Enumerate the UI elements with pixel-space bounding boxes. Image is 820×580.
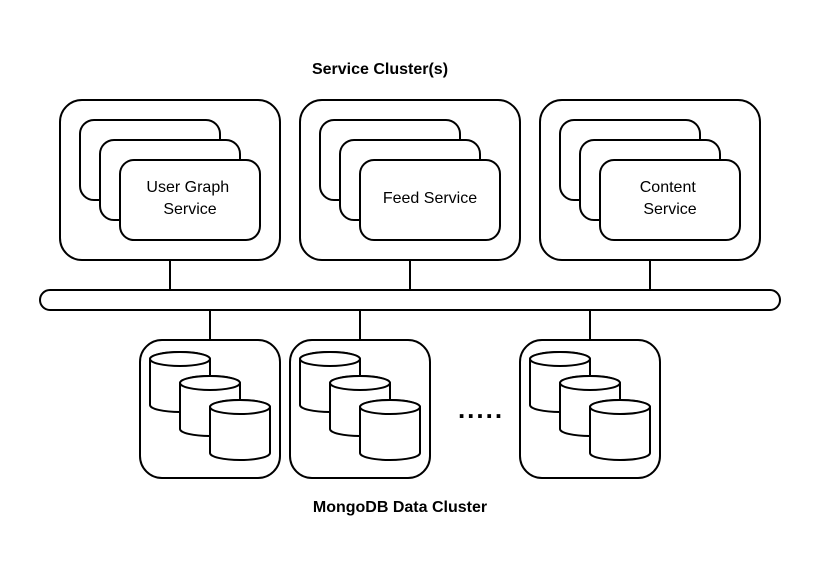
service-instance-front [599, 159, 741, 241]
service-cluster-feed: Feed Service [299, 99, 521, 261]
data-cluster-title: MongoDB Data Cluster [313, 499, 487, 516]
database-stack [149, 351, 271, 461]
database-cylinder-top [209, 399, 271, 415]
database-cylinder-top [559, 375, 621, 391]
service-cluster-title: Service Cluster(s) [312, 61, 448, 78]
database-cylinder-top [529, 351, 591, 367]
database-cylinder-top [179, 375, 241, 391]
database-stack [529, 351, 651, 461]
service-label-line-1: User Graph [146, 179, 229, 196]
service-cluster-content: Content Service [539, 99, 761, 261]
database-cylinder-top [299, 351, 361, 367]
database-cylinder-icon [589, 399, 651, 461]
service-label-line-2: Service [643, 201, 696, 218]
database-cylinder-icon [209, 399, 271, 461]
service-label-line-2: Service [163, 201, 216, 218]
database-cylinder-top [149, 351, 211, 367]
service-cluster-user-graph: User Graph Service [59, 99, 281, 261]
data-cluster-3 [519, 339, 661, 479]
database-stack [299, 351, 421, 461]
more-clusters-ellipsis: ..... [458, 394, 504, 424]
database-cylinder-top [359, 399, 421, 415]
network-bus [39, 289, 781, 311]
database-cylinder-icon [359, 399, 421, 461]
data-cluster-2 [289, 339, 431, 479]
service-instance-front [359, 159, 501, 241]
service-label-line-1: Content [640, 179, 697, 196]
database-cylinder-top [329, 375, 391, 391]
service-label: User Graph Service [146, 179, 233, 218]
service-instance-front [119, 159, 261, 241]
service-label: Content Service [640, 179, 701, 218]
service-label-line-1: Feed Service [383, 190, 477, 207]
data-cluster-1 [139, 339, 281, 479]
service-label: Feed Service [383, 190, 477, 207]
database-cylinder-top [589, 399, 651, 415]
